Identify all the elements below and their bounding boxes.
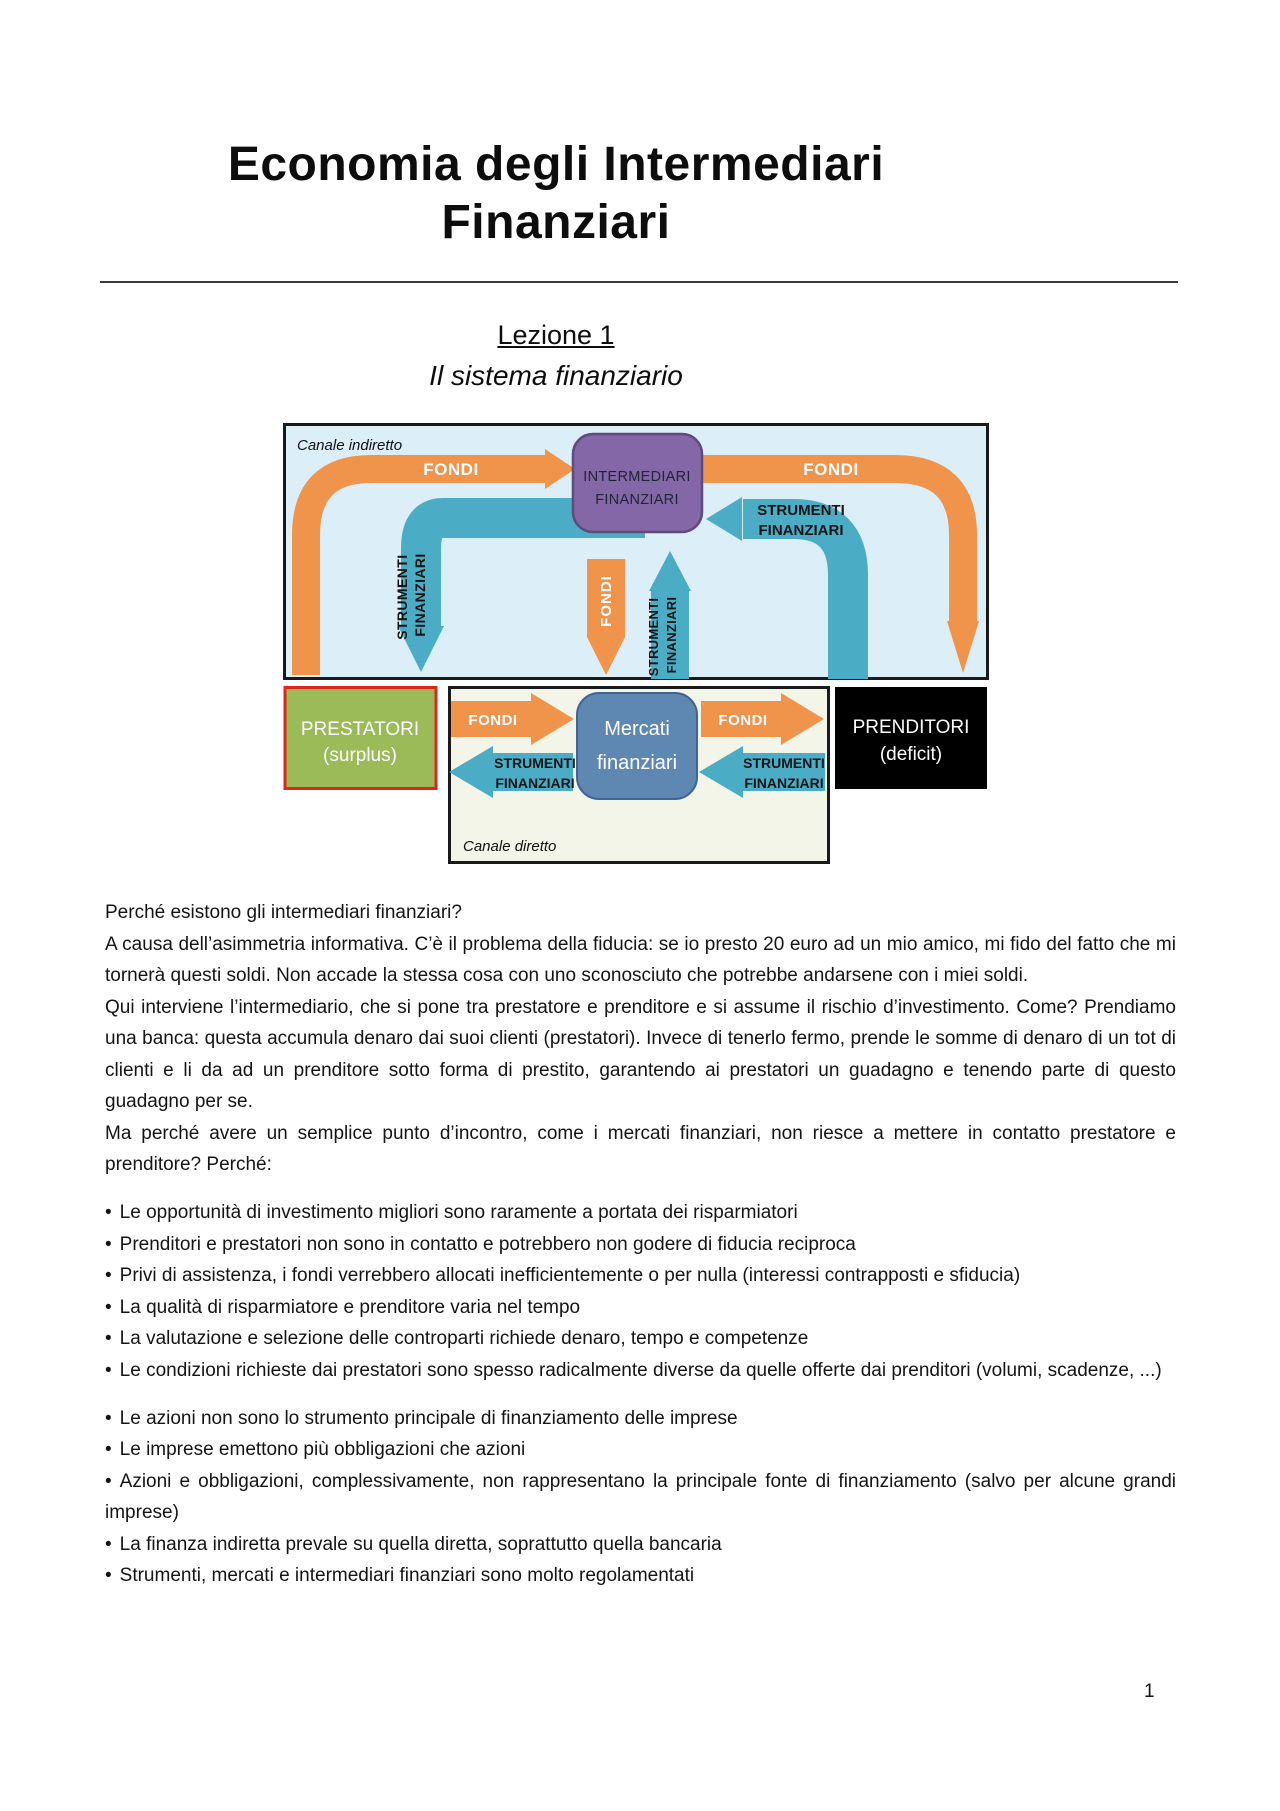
bullet-marker: • xyxy=(105,1533,112,1555)
strumenti-label-market-left-line2: FINANZIARI xyxy=(495,775,574,791)
paragraph: Qui interviene l’intermediario, che si p… xyxy=(105,996,1176,1113)
bullet-marker: • xyxy=(105,1359,112,1381)
intermediari-box xyxy=(571,432,704,534)
list-item: • Le imprese emettono più obbligazioni ch… xyxy=(105,1434,1176,1466)
intermediari-label-line1: INTERMEDIARI xyxy=(583,469,691,485)
bullet-marker: • xyxy=(105,1296,112,1318)
strumenti-flow-center xyxy=(651,589,689,679)
list-item-text: Azioni e obbligazioni, complessivamente,… xyxy=(105,1470,1176,1524)
fondi-flow-left xyxy=(292,455,547,675)
mercati-box xyxy=(576,692,698,800)
bullet-marker: • xyxy=(105,1439,112,1460)
mercati-label-line2: finanziari xyxy=(597,752,677,774)
list-item: • La finanza indiretta prevale su quella … xyxy=(105,1529,1176,1561)
bullet-marker: • xyxy=(105,1407,112,1429)
fondi-label-market-right: FONDI xyxy=(718,712,767,729)
list-item-text: Privi di assistenza, i fondi verrebbero … xyxy=(119,1265,1021,1286)
list-item: •Azioni e obbligazioni, complessivamente… xyxy=(105,1466,1176,1529)
bullet-list-1: • Le opportunità di investimento migliori… xyxy=(105,1197,1176,1386)
strumenti-flow-right-arrowhead xyxy=(706,497,742,541)
page-title: Economia degli Intermediari Finanziari xyxy=(0,136,1112,252)
strumenti-label-left: STRUMENTI FINANZIARI xyxy=(394,550,428,640)
direct-channel-label: Canale diretto xyxy=(463,838,556,855)
fondi-flow-center-arrowhead xyxy=(587,637,625,675)
bullet-list-2: • Le azioni non sono lo strumento princip… xyxy=(105,1403,1176,1592)
page-number: 1 xyxy=(1144,1681,1155,1702)
list-item-text: La valutazione e selezione delle controp… xyxy=(119,1328,809,1349)
strumenti-arrow-market-right xyxy=(743,753,825,791)
paragraph: A causa dell’asimmetria informativa. C’è… xyxy=(105,933,1176,987)
title-line-2: Finanziari xyxy=(441,196,671,249)
subtitle-heading: Il sistema finanziario xyxy=(429,360,683,391)
paragraph: Perché esistono gli intermediari finanzi… xyxy=(105,902,462,923)
list-item-text: Le azioni non sono lo strumento principa… xyxy=(119,1407,738,1429)
list-item: • Strumenti, mercati e intermediari finan… xyxy=(105,1560,1176,1592)
strumenti-label-market-right-line2: FINANZIARI xyxy=(744,775,823,791)
list-item-text: Le imprese emettono più obbligazioni che… xyxy=(119,1439,526,1460)
prestatori-label-line1: PRESTATORI xyxy=(301,719,419,740)
lesson-heading: Lezione 1 xyxy=(497,320,615,350)
fondi-flow-right-arrowhead xyxy=(947,621,979,673)
prestatori-label-line2: (surplus) xyxy=(323,745,397,766)
body-text: Perché esistono gli intermediari finanzi… xyxy=(105,897,1176,1592)
financial-system-diagram: Canale indiretto FONDI FONDI STRUMENTI F… xyxy=(283,423,989,864)
strumenti-label-market-right-line1: STRUMENTI xyxy=(743,755,825,771)
fondi-label-left: FONDI xyxy=(423,460,478,479)
strumenti-arrow-market-left xyxy=(493,753,573,791)
fondi-arrow-market-left xyxy=(451,701,531,737)
prenditori-box xyxy=(835,687,987,789)
fondi-label-center: FONDI xyxy=(598,575,615,627)
title-line-1: Economia degli Intermediari xyxy=(227,138,885,191)
strumenti-arrow-market-left-head xyxy=(449,746,493,798)
fondi-flow-center xyxy=(587,559,625,637)
strumenti-label-market-left-line1: STRUMENTI xyxy=(494,755,576,771)
strumenti-label-right-line1: STRUMENTI xyxy=(757,502,845,519)
mercati-label-line1: Mercati xyxy=(604,718,670,740)
strumenti-label-center: STRUMENTI FINANZIARI xyxy=(646,594,679,676)
prestatori-box xyxy=(283,686,438,790)
document-header: Economia degli Intermediari Finanziari xyxy=(0,136,1112,252)
fondi-arrow-market-left-head xyxy=(531,693,574,745)
fondi-flow-left-arrowhead xyxy=(545,449,575,489)
strumenti-label-right-line2: FINANZIARI xyxy=(759,522,844,539)
strumenti-flow-right xyxy=(743,499,868,679)
fondi-arrow-market-right-head xyxy=(781,693,824,745)
bullet-marker: • xyxy=(105,1328,112,1349)
list-item: • La valutazione e selezione delle contro… xyxy=(105,1323,1176,1355)
bullet-marker: • xyxy=(105,1202,112,1223)
paragraph: Ma perché avere un semplice punto d’inco… xyxy=(105,1122,1176,1176)
prenditori-label-line2: (deficit) xyxy=(880,744,942,765)
indirect-channel-label: Canale indiretto xyxy=(297,437,402,454)
intermediari-label-line2: FINANZIARI xyxy=(595,492,679,508)
strumenti-flow-left xyxy=(401,498,645,628)
prenditori-label-line1: PRENDITORI xyxy=(853,717,970,738)
list-item-text: La finanza indiretta prevale su quella d… xyxy=(119,1533,722,1555)
list-item: • Le azioni non sono lo strumento princip… xyxy=(105,1403,1176,1435)
list-item: • Prenditori e prestatori non sono in con… xyxy=(105,1229,1176,1261)
strumenti-flow-center-arrowhead xyxy=(649,551,691,591)
list-item-text: Strumenti, mercati e intermediari finanz… xyxy=(119,1565,695,1586)
list-item-text: Prenditori e prestatori non sono in cont… xyxy=(119,1233,856,1255)
list-item: • La qualità di risparmiatore e prenditor… xyxy=(105,1292,1176,1324)
fondi-flow-right xyxy=(702,455,977,625)
strumenti-arrow-market-right-head xyxy=(699,746,743,798)
fondi-arrow-market-right xyxy=(701,701,781,737)
fondi-label-right: FONDI xyxy=(803,460,858,479)
title-divider xyxy=(100,281,1178,283)
bullet-marker: • xyxy=(105,1565,112,1586)
list-item: • Le opportunità di investimento migliori… xyxy=(105,1197,1176,1229)
fondi-label-market-left: FONDI xyxy=(468,712,517,729)
bullet-marker: • xyxy=(105,1233,112,1255)
bullet-marker: • xyxy=(105,1265,112,1286)
list-item: • Le condizioni richieste dai prestatori … xyxy=(105,1355,1176,1387)
strumenti-flow-left-arrowhead xyxy=(398,626,444,672)
list-item-text: Le condizioni richieste dai prestatori s… xyxy=(119,1359,1162,1381)
list-item-text: Le opportunità di investimento migliori … xyxy=(119,1202,798,1223)
list-item-text: La qualità di risparmiatore e prenditore… xyxy=(119,1296,581,1318)
list-item: • Privi di assistenza, i fondi verrebbero… xyxy=(105,1260,1176,1292)
bullet-marker: • xyxy=(105,1470,112,1492)
